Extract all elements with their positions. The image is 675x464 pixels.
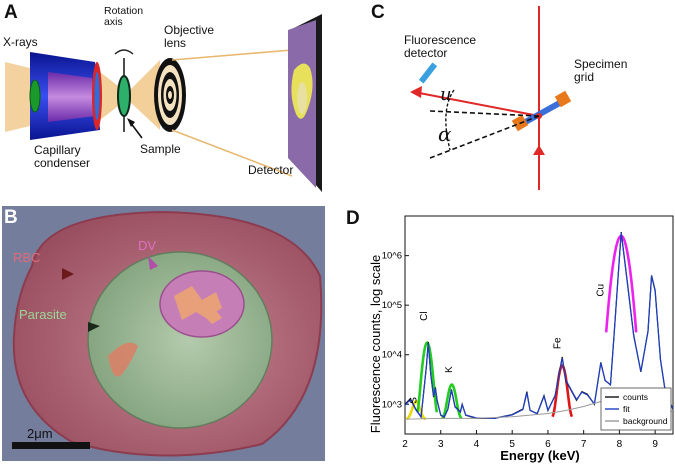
legend-label: background (623, 416, 668, 426)
label-dv: DV (138, 238, 157, 253)
label-sample: Sample (140, 142, 181, 156)
rbc-pointer-icon (62, 268, 74, 280)
label-scale-bar: 2μm (27, 426, 53, 441)
panel-c-geometry (410, 6, 572, 190)
x-tick-label: 7 (581, 439, 587, 450)
panel-b-image (2, 206, 325, 461)
peak-fit-s (405, 399, 427, 421)
x-tick-label: 5 (509, 439, 515, 450)
spectrum-chart: Fluorescence counts, log scale Energy (k… (368, 215, 674, 463)
x-tick-label: 4 (474, 439, 480, 450)
x-tick-label: 3 (438, 439, 444, 450)
peak-label-s: S (408, 397, 419, 404)
label-xrays: X-rays (3, 35, 38, 49)
label-capillary-condenser: Capillary condenser (34, 143, 91, 170)
x-tick-label: 6 (545, 439, 551, 450)
fluorescence-detector-icon (418, 62, 438, 84)
label-detector: Detector (248, 163, 294, 177)
diverging-beam (128, 60, 160, 130)
panel-a-letter: A (4, 2, 18, 23)
y-tick-label: 10^3 (382, 399, 402, 410)
label-alpha: α (438, 122, 452, 146)
scale-bar (12, 442, 90, 449)
label-specimen-grid: Specimen grid (574, 57, 628, 84)
grid-holder-right (554, 90, 572, 108)
fluorescence-ray (413, 91, 540, 117)
peak-label-cl: Cl (419, 311, 430, 320)
panel-d-letter: D (346, 208, 360, 229)
label-parasite: Parasite (19, 307, 67, 322)
label-rotation-axis: Rotation axis (104, 5, 144, 28)
horizontal-reference (429, 110, 540, 117)
x-tick-label: 2 (402, 439, 408, 450)
parasite-pointer-icon (88, 322, 100, 332)
beam-direction-arrow-icon (533, 145, 545, 155)
peak-fit-cl (416, 341, 439, 413)
label-fluorescence-detector: Fluorescence detector (404, 33, 477, 60)
label-u: u (440, 84, 452, 105)
specimen-grid (518, 97, 567, 128)
rotation-arrow-icon (114, 49, 134, 55)
y-tick-label: 10^6 (382, 251, 402, 262)
peak-label-k: K (444, 366, 455, 373)
hemozoin-crystals (174, 286, 222, 324)
grid-normal-line (429, 115, 540, 159)
peak-label-cu: Cu (595, 284, 606, 297)
parasite-protrusion (108, 342, 138, 377)
series-line-fit (404, 232, 674, 419)
legend-label: fit (623, 404, 630, 414)
x-tick-label: 8 (617, 439, 623, 450)
x-axis-label: Energy (keV) (500, 448, 579, 463)
cell-rendering (12, 210, 323, 457)
plot-area (404, 215, 674, 435)
dv-pointer-icon (148, 256, 158, 270)
angle-arc (445, 89, 455, 151)
objective-lens-icon (154, 58, 186, 132)
xray-beam (5, 62, 30, 132)
peak-fit-fe (551, 364, 574, 418)
label-rbc: RBC (13, 250, 41, 265)
panel-b-letter: B (4, 207, 18, 228)
focused-beam (100, 72, 126, 120)
sample-icon (117, 75, 131, 117)
y-tick-label: 10^5 (382, 300, 402, 311)
x-tick-label: 9 (652, 439, 658, 450)
panel-c-letter: C (371, 2, 385, 23)
fluorescence-arrow-icon (410, 86, 422, 98)
label-objective-lens: Objective lens (164, 23, 215, 50)
peak-label-fe: Fe (552, 337, 563, 349)
y-tick-label: 10^4 (382, 350, 402, 361)
legend-label: counts (623, 392, 648, 402)
y-axis-label: Fluorescence counts, log scale (368, 255, 383, 433)
panel-a-schematic (5, 14, 322, 192)
